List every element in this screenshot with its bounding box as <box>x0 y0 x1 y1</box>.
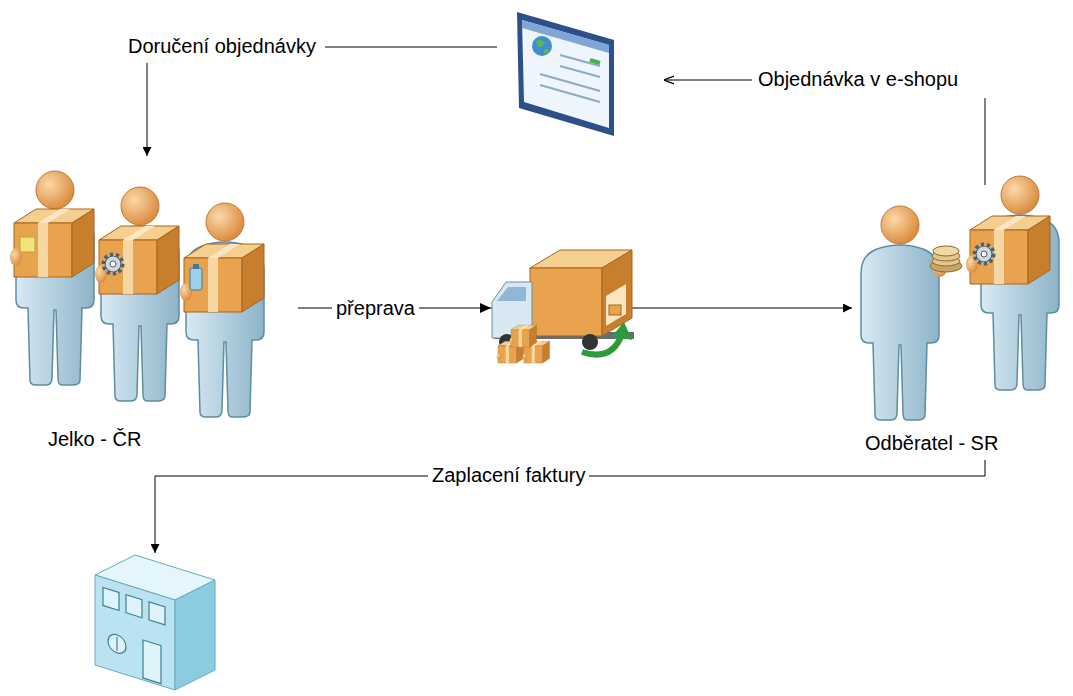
actor-group: Jelko - ČR <box>8 168 298 453</box>
actor-label: Jelko - ČR <box>48 428 298 451</box>
actor-label: Odběratel - SR <box>865 432 1068 455</box>
flow-label: Doručení objednávky <box>128 35 316 58</box>
flow-line <box>147 47 985 553</box>
people-with-boxes <box>10 171 264 417</box>
flow-label: Zaplacení faktury <box>428 464 589 487</box>
bank-building <box>95 555 215 690</box>
customer-people <box>861 176 1059 420</box>
flow-label: Objednávka v e-shopu <box>758 68 958 91</box>
web-page-icon <box>517 12 614 136</box>
truck-icon <box>480 250 634 363</box>
edge-label: přeprava <box>332 297 419 320</box>
actor-group: Odběratel - SR <box>852 180 1068 455</box>
